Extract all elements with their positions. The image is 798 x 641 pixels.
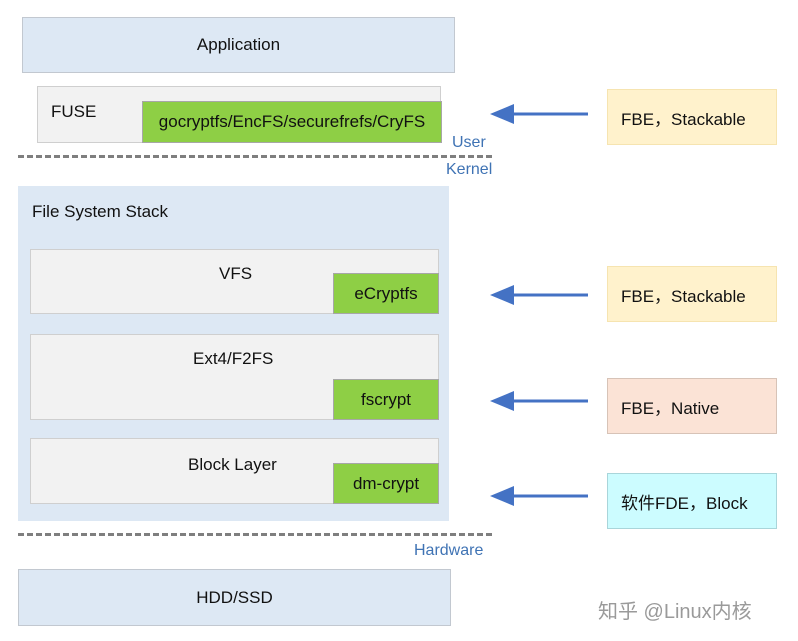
- ecryptfs-label: eCryptfs: [354, 283, 418, 303]
- tag-dm-crypt-text: 软件FDE，Block: [621, 493, 748, 513]
- dm-crypt-box: dm-crypt: [333, 463, 439, 504]
- application-label: Application: [196, 35, 281, 54]
- kernel-space-label: Kernel: [446, 161, 493, 178]
- fscrypt-box: fscrypt: [333, 379, 439, 420]
- vfs-layer: VFS eCryptfs: [30, 249, 439, 314]
- block-layer: Block Layer dm-crypt: [30, 438, 439, 504]
- user-space-label: User: [452, 134, 486, 151]
- fuse-box: FUSE gocryptfs/EncFS/securefrefs/CryFS: [37, 86, 442, 143]
- application-box: Application: [22, 17, 455, 73]
- arrow-fscrypt: [490, 391, 588, 411]
- tag-fscrypt-text: FBE，Native: [621, 398, 720, 418]
- tag-fuse-text: FBE，Stackable: [621, 109, 746, 129]
- tag-fscrypt-fbe-native: FBE，Native: [607, 378, 777, 434]
- storage-device-label: HDD/SSD: [196, 587, 273, 607]
- ext4-f2fs-label: Ext4/F2FS: [193, 349, 274, 368]
- tag-dm-crypt-fde-block: 软件FDE，Block: [607, 473, 777, 529]
- hardware-label: Hardware: [414, 542, 484, 559]
- arrow-dm-crypt: [490, 486, 588, 506]
- ecryptfs-box: eCryptfs: [333, 273, 439, 314]
- vfs-label: VFS: [219, 264, 253, 283]
- arrow-fuse: [490, 104, 588, 124]
- dm-crypt-label: dm-crypt: [352, 473, 420, 493]
- tag-ecryptfs-fbe-stackable: FBE，Stackable: [607, 266, 777, 322]
- tag-ecryptfs-text: FBE，Stackable: [621, 286, 746, 306]
- file-system-stack-title: File System Stack: [32, 202, 169, 221]
- fuse-impls-label: gocryptfs/EncFS/securefrefs/CryFS: [158, 112, 426, 131]
- user-kernel-boundary: [18, 155, 492, 158]
- tag-fuse-fbe-stackable: FBE，Stackable: [607, 89, 777, 145]
- fscrypt-label: fscrypt: [360, 389, 412, 409]
- file-system-stack: File System Stack VFS eCryptfs Ext4/F2FS…: [18, 186, 449, 521]
- ext4-f2fs-layer: Ext4/F2FS fscrypt: [30, 334, 439, 420]
- fuse-impls-box: gocryptfs/EncFS/securefrefs/CryFS: [142, 101, 442, 143]
- kernel-hardware-boundary: [18, 533, 492, 536]
- fuse-label: FUSE: [51, 102, 97, 121]
- arrow-ecryptfs: [490, 285, 588, 305]
- storage-device-box: HDD/SSD: [18, 569, 451, 626]
- block-layer-label: Block Layer: [188, 455, 277, 474]
- watermark: 知乎 @Linux内核: [598, 601, 752, 623]
